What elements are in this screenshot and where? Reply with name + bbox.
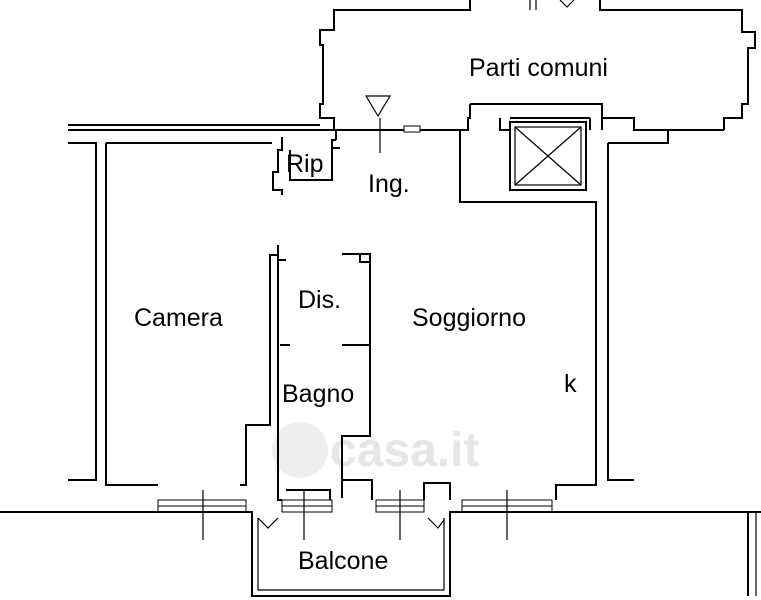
label-parti-comuni: Parti comuni — [469, 54, 608, 82]
camera-walls — [68, 142, 277, 486]
windows — [157, 125, 553, 540]
common-area-walls — [319, 0, 756, 137]
living-room-walls — [342, 130, 669, 500]
watermark-text: casa.it — [330, 424, 479, 477]
label-k: k — [564, 370, 577, 398]
watermark: casa.it — [272, 422, 479, 478]
upper-walls — [68, 95, 460, 153]
label-balcone: Balcone — [298, 547, 388, 575]
label-camera: Camera — [134, 304, 223, 332]
label-ing: Ing. — [368, 170, 410, 198]
elevator-shaft — [499, 117, 591, 191]
label-dis: Dis. — [298, 286, 341, 314]
label-bagno: Bagno — [282, 380, 354, 408]
label-rip: Rip — [286, 150, 324, 178]
label-soggiorno: Soggiorno — [412, 304, 526, 332]
ripostiglio-walls — [272, 137, 340, 195]
bathroom-walls — [277, 245, 371, 501]
